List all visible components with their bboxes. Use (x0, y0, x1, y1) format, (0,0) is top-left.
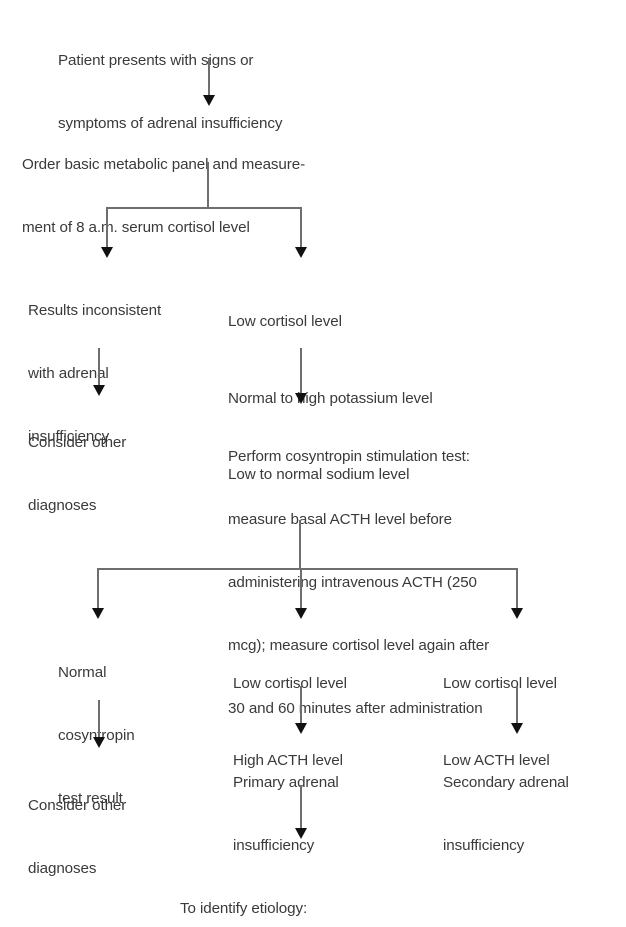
node-line: cosyntropin (58, 727, 135, 744)
node-line: Primary adrenal (233, 774, 339, 791)
node-line: diagnoses (28, 497, 97, 514)
node-line: Low cortisol level (228, 313, 342, 330)
node-line: Consider other (28, 797, 127, 814)
node-consider-other-diagnoses-1: Consider other diagnoses (28, 390, 126, 558)
node-line: insufficiency (443, 837, 525, 854)
node-line: insufficiency (233, 837, 315, 854)
connector-split-bar-2 (97, 568, 517, 570)
node-line: High ACTH level (233, 751, 343, 769)
node-line: diagnoses (28, 860, 97, 877)
node-cosyntropin-stimulation-test: Perform cosyntropin stimulation test: me… (228, 404, 489, 761)
node-line: Results inconsistent (28, 302, 162, 319)
node-line: measure basal ACTH level before (228, 511, 452, 528)
node-abnormal-labs: Low cortisol level Normal to high potass… (228, 258, 433, 539)
node-initial-workup: Order basic metabolic panel and measure-… (22, 112, 305, 280)
node-secondary-adrenal-insufficiency: Secondary adrenal insufficiency (443, 730, 569, 898)
connector-cosyntropin-stem (299, 520, 301, 570)
node-line: Normal (58, 664, 107, 681)
node-normal-cosyntropin-result: Normal cosyntropin test result (58, 620, 135, 851)
node-results-inconsistent: Results inconsistent with adrenal insuff… (28, 258, 161, 489)
node-line: with adrenal (28, 365, 109, 382)
node-line: symptoms of adrenal insufficiency (58, 115, 283, 132)
node-line: Low to normal sodium level (228, 466, 410, 483)
node-line: Perform cosyntropin stimulation test: (228, 448, 470, 465)
node-line: Low cortisol level (233, 675, 347, 692)
connector-workup-stem (207, 162, 209, 209)
node-low-cortisol-low-acth: Low cortisol level Low ACTH level (443, 620, 557, 824)
node-line: To identify etiology: (180, 900, 308, 917)
node-line: Low cortisol level (443, 675, 557, 692)
node-low-cortisol-high-acth: Low cortisol level High ACTH level (233, 620, 347, 824)
node-line: Order basic metabolic panel and measure- (22, 156, 306, 173)
node-line: ment of 8 a.m. serum cortisol level (22, 219, 250, 236)
node-consider-other-diagnoses-2: Consider other diagnoses (28, 753, 126, 921)
node-line: Low ACTH level (443, 751, 550, 769)
node-identify-etiology: To identify etiology: Measure 21-hydroxy… (180, 845, 518, 927)
node-line: mcg); measure cortisol level again after (228, 637, 490, 654)
node-line: Patient presents with signs or (58, 52, 254, 69)
node-patient-presentation: Patient presents with signs or symptoms … (58, 8, 282, 176)
node-line: insufficiency (28, 428, 110, 445)
node-line: Secondary adrenal (443, 774, 569, 791)
node-line: test result (58, 790, 123, 807)
node-line: 30 and 60 minutes after administration (228, 700, 483, 717)
node-line: administering intravenous ACTH (250 (228, 574, 477, 591)
node-line: Consider other (28, 434, 127, 451)
connector-split-bar-1 (106, 207, 302, 209)
